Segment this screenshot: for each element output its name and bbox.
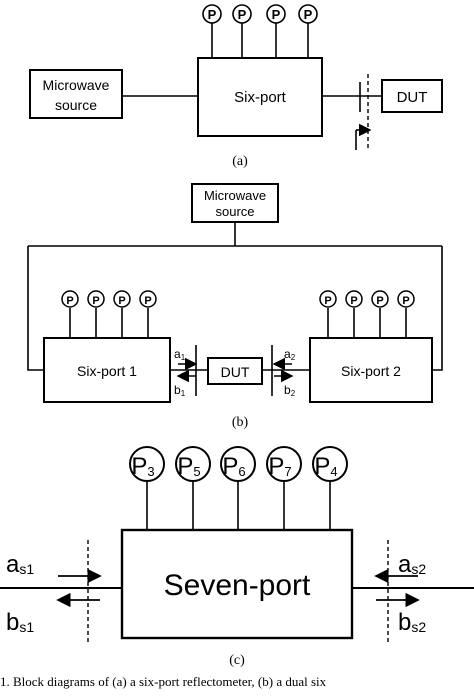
dut-label: DUT bbox=[397, 89, 428, 106]
power-detector-p6: P6 bbox=[220, 446, 256, 482]
figure-a: P P P P Microwave source Six-port bbox=[29, 4, 443, 169]
figure-c: P3 P5 P6 P7 P4 Seven-port bbox=[0, 446, 474, 668]
six-port-1-label: Six-port 1 bbox=[77, 363, 137, 379]
svg-text:P: P bbox=[350, 295, 357, 307]
dut-block bbox=[381, 79, 443, 113]
power-detector-circle: P bbox=[87, 290, 105, 308]
power-detector-circle: P bbox=[266, 4, 286, 24]
power-detector-p4: P4 bbox=[312, 446, 348, 482]
six-port-2-label: Six-port 2 bbox=[341, 363, 401, 379]
svg-text:P: P bbox=[304, 7, 313, 22]
svg-text:P: P bbox=[144, 295, 151, 307]
dut-block bbox=[207, 357, 263, 385]
figure-b: Microwave source P P P bbox=[27, 183, 443, 430]
svg-text:P: P bbox=[66, 295, 73, 307]
power-detector-circle: P bbox=[298, 4, 318, 24]
figure-caption-text: 1. Block diagrams of (a) a six-port refl… bbox=[0, 674, 327, 689]
dut-label: DUT bbox=[221, 364, 250, 380]
seven-port-detectors: P3 P5 P6 P7 P4 bbox=[129, 446, 348, 530]
svg-text:P: P bbox=[402, 295, 409, 307]
power-detector-circle: P bbox=[113, 290, 131, 308]
figure-a-detectors: P P P P bbox=[202, 4, 318, 58]
wave-label-as1: as1 bbox=[6, 551, 34, 578]
seven-port-label: Seven-port bbox=[164, 569, 311, 602]
wave-label-bs1: bs1 bbox=[6, 609, 34, 636]
connection-line bbox=[432, 246, 443, 371]
power-detector-circle: P bbox=[397, 290, 415, 308]
caption-b: (b) bbox=[232, 415, 249, 430]
power-detector-circle: P bbox=[61, 290, 79, 308]
wave-label-b2: b2 bbox=[284, 383, 296, 398]
svg-text:P5: P5 bbox=[177, 453, 200, 480]
seven-port-block bbox=[120, 528, 354, 640]
wave-label-a1: a1 bbox=[174, 347, 186, 362]
microwave-source-label: Microwave bbox=[204, 188, 266, 203]
microwave-source-block bbox=[29, 69, 123, 119]
power-detector-circle: P bbox=[345, 290, 363, 308]
microwave-source-label: Microwave bbox=[43, 77, 110, 93]
microwave-source-label: source bbox=[55, 97, 97, 113]
power-detector-circle: P bbox=[139, 290, 157, 308]
power-detector-p5: P5 bbox=[175, 446, 211, 482]
block-diagram-figure: P P P P Microwave source Six-port bbox=[0, 4, 474, 668]
six-port-block bbox=[197, 57, 323, 137]
power-detector-circle: P bbox=[232, 4, 252, 24]
six-port-1-block bbox=[43, 337, 171, 403]
power-detector-circle: P bbox=[319, 290, 337, 308]
power-detector-p3: P3 bbox=[129, 446, 165, 482]
caption-c: (c) bbox=[229, 653, 245, 668]
connection-line bbox=[27, 246, 44, 371]
svg-text:P: P bbox=[272, 7, 281, 22]
six-port-label: Six-port bbox=[234, 89, 287, 106]
svg-text:P: P bbox=[376, 295, 383, 307]
wave-label-a2: a2 bbox=[284, 347, 296, 362]
wave-label-bs2: bs2 bbox=[398, 609, 426, 636]
svg-text:P6: P6 bbox=[222, 453, 245, 480]
power-detector-p7: P7 bbox=[266, 446, 302, 482]
power-detector-circle: P bbox=[371, 290, 389, 308]
svg-text:P: P bbox=[92, 295, 99, 307]
svg-text:P: P bbox=[118, 295, 125, 307]
svg-text:P3: P3 bbox=[131, 453, 154, 480]
svg-text:P: P bbox=[238, 7, 247, 22]
six-port-1-detectors: P P P P bbox=[61, 290, 157, 338]
six-port-2-block bbox=[309, 337, 433, 403]
wave-label-b1: b1 bbox=[174, 383, 186, 398]
caption-a: (a) bbox=[232, 154, 248, 169]
wave-label-as2: as2 bbox=[398, 551, 426, 578]
svg-text:P7: P7 bbox=[268, 453, 291, 480]
svg-text:P: P bbox=[324, 295, 331, 307]
six-port-2-detectors: P P P P bbox=[319, 290, 415, 338]
microwave-source-label: source bbox=[215, 204, 254, 219]
svg-text:P4: P4 bbox=[314, 453, 337, 480]
svg-text:P: P bbox=[208, 7, 217, 22]
power-detector-circle: P bbox=[202, 4, 222, 24]
